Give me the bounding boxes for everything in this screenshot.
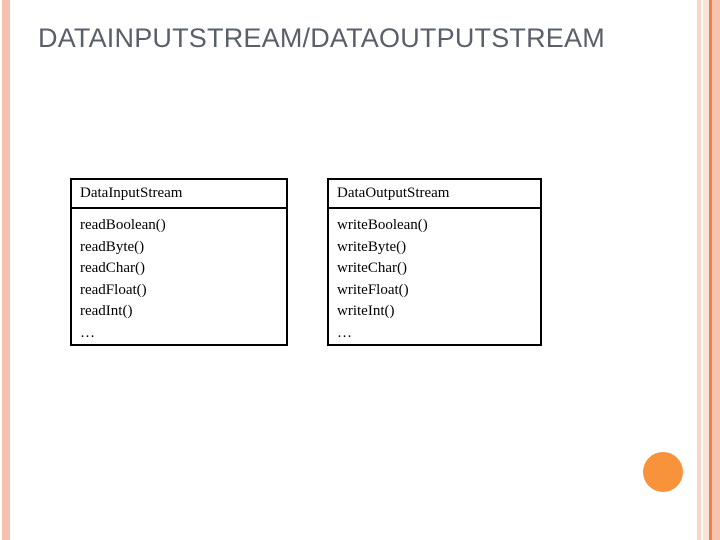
uml-class-name: DataOutputStream	[329, 180, 540, 209]
uml-method: readByte()	[80, 238, 145, 255]
uml-class-box-dataoutputstream: DataOutputStream writeBoolean() writeByt…	[327, 178, 542, 346]
uml-method: writeFloat()	[337, 281, 409, 298]
uml-method-ellipsis: …	[80, 324, 95, 341]
slide-title: DATAINPUTSTREAM/DATAOUTPUTSTREAM	[38, 23, 605, 53]
uml-method-ellipsis: …	[337, 324, 352, 341]
right-accent-stripe-1	[697, 0, 701, 540]
right-accent-stripe-3	[709, 0, 712, 540]
uml-method: writeInt()	[337, 303, 395, 319]
uml-method: writeChar()	[337, 260, 407, 276]
uml-class-name: DataInputStream	[72, 180, 286, 209]
uml-method: readInt()	[80, 303, 133, 319]
orange-circle-decoration	[643, 452, 683, 492]
uml-method: readChar()	[80, 260, 145, 276]
uml-method: writeBoolean()	[337, 217, 428, 233]
uml-method-list: readBoolean() readByte() readChar() read…	[72, 209, 286, 348]
uml-method: readBoolean()	[80, 217, 166, 233]
uml-class-box-datainputstream: DataInputStream readBoolean() readByte()…	[70, 178, 288, 346]
uml-method: writeByte()	[337, 238, 407, 255]
uml-method-list: writeBoolean() writeByte() writeChar() w…	[329, 209, 540, 348]
left-accent-stripe	[2, 0, 10, 540]
right-accent-stripe-4	[712, 0, 720, 540]
right-accent-stripe-2	[703, 0, 709, 540]
uml-method: readFloat()	[80, 281, 147, 298]
